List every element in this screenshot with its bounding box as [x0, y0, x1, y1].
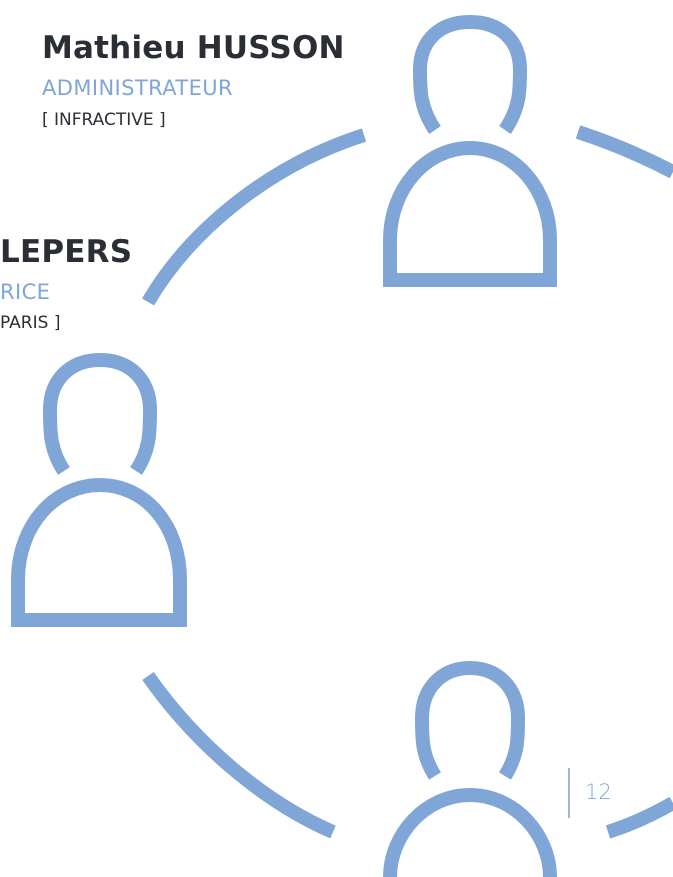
circle-arc-icon [605, 796, 673, 839]
person-icon [383, 14, 557, 287]
circle-arc-icon [575, 125, 673, 179]
person-company: [ INFRACTIVE ] [42, 110, 166, 130]
person-name: LEPERS [0, 234, 133, 270]
person-icon [11, 352, 187, 627]
circle-arc-icon [142, 671, 336, 839]
person-company: PARIS ] [0, 313, 61, 333]
page-number: 12 [585, 780, 612, 804]
circle-arc-icon [141, 128, 367, 306]
person-name: Mathieu HUSSON [42, 30, 345, 66]
person-icon [383, 660, 557, 877]
person-role: RICE [0, 280, 51, 304]
person-role: ADMINISTRATEUR [42, 76, 234, 100]
